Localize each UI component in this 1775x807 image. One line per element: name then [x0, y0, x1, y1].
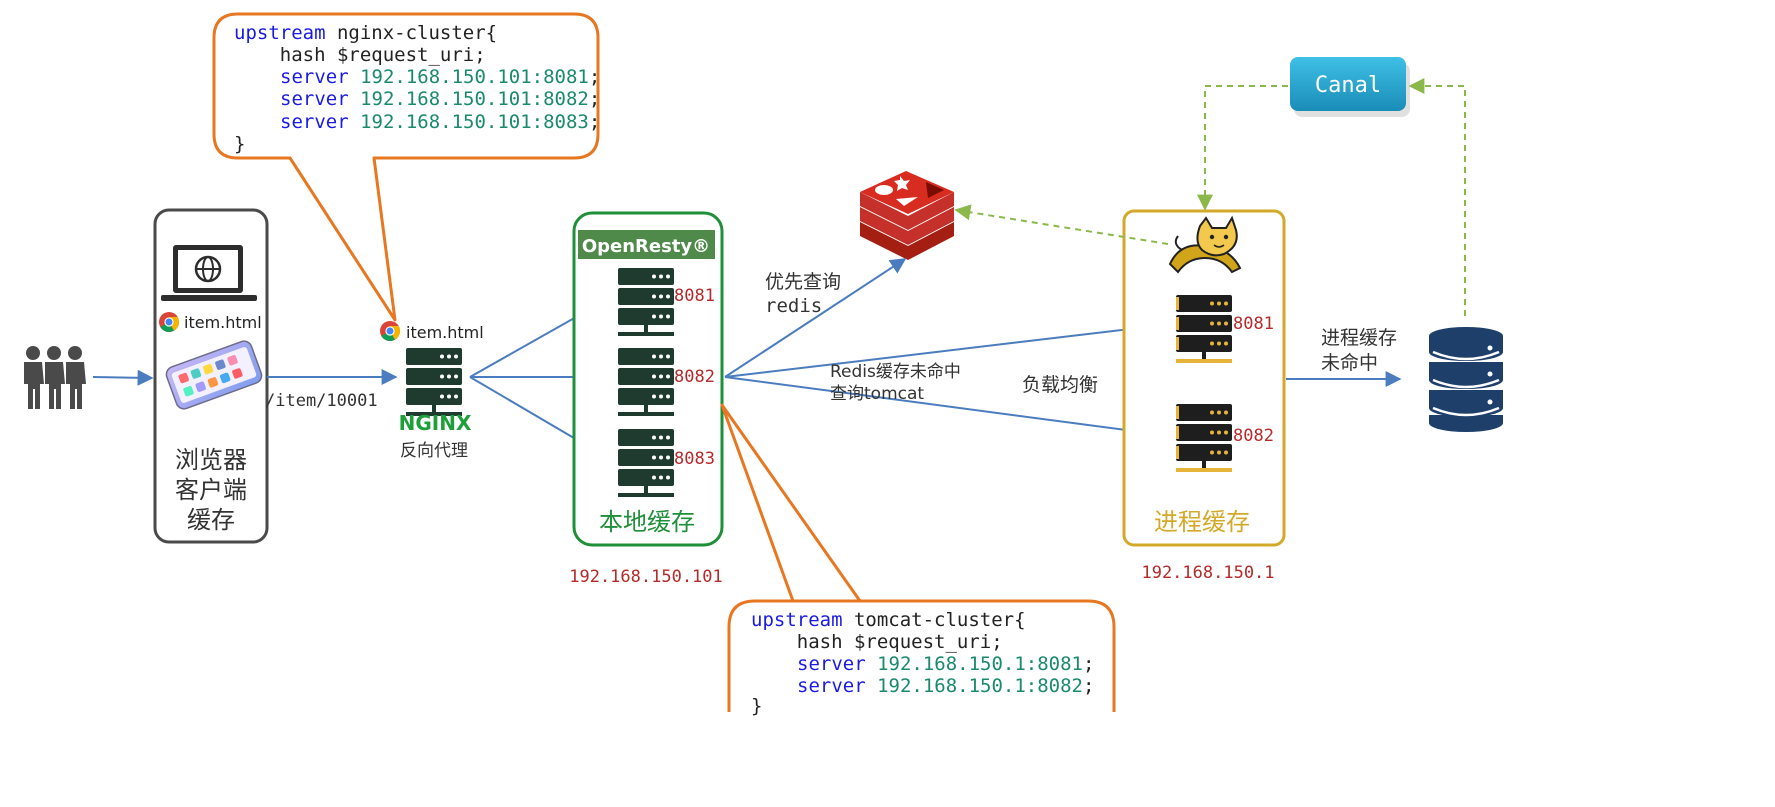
tomcat-logo-icon — [1168, 215, 1242, 274]
openresty-ip: 192.168.150.101 — [569, 567, 723, 587]
tomcat-code-close: } — [751, 695, 762, 717]
svg-text:upstream tomcat-cluster{: upstream tomcat-cluster{ — [751, 609, 1026, 631]
miss-label-line2: 查询tomcat — [830, 384, 924, 404]
dashed-arrow-canal-to-tomcat — [1197, 85, 1288, 211]
chrome-icon — [159, 312, 179, 332]
laptop-icon — [161, 245, 257, 301]
redis-icon — [860, 171, 954, 260]
browser-title-line3: 缓存 — [187, 506, 235, 534]
phone-icon — [165, 340, 263, 410]
nginx-node: item.html NGINX 反向代理 — [380, 321, 484, 461]
miss-label-line1: Redis缓存未命中 — [830, 362, 961, 382]
nginx-code-hash: hash $request_uri; — [234, 44, 486, 66]
dashed-arrow-tomcat-to-redis — [954, 204, 1169, 245]
openresty-logo: OpenResty® — [582, 236, 710, 257]
nginx-code-keyword: upstream — [234, 22, 326, 44]
canal-box: Canal — [1290, 57, 1410, 117]
nginx-code-server3-ip: 192.168.150.101:8083 — [360, 111, 589, 133]
database-icon — [1429, 327, 1503, 432]
users-icon — [24, 346, 86, 409]
svg-text:server 192.168.150.101:8081;: server 192.168.150.101:8081; — [280, 66, 600, 88]
db-miss-label-line2: 未命中 — [1321, 352, 1378, 374]
arrow-to-tomcat-8082 — [724, 376, 1166, 442]
tomcat-port-8081: 8081 — [1233, 314, 1274, 334]
nginx-code-server1-kw: server — [280, 66, 349, 88]
tomcat-ip: 192.168.150.1 — [1141, 563, 1274, 583]
svg-text:upstream nginx-cluster{: upstream nginx-cluster{ — [234, 22, 497, 44]
redis-label-line1: 优先查询 — [765, 271, 841, 293]
db-miss-label-line1: 进程缓存 — [1321, 327, 1397, 349]
request-path-label: /item/10001 — [265, 391, 378, 411]
nginx-code-server2-ip: 192.168.150.101:8082 — [360, 88, 589, 110]
svg-text:server 192.168.150.101:8082;: server 192.168.150.101:8082; — [280, 88, 600, 110]
openresty-port-8083: 8083 — [674, 449, 715, 469]
tomcat-code-keyword: upstream — [751, 609, 843, 631]
browser-title-line1: 浏览器 — [175, 446, 247, 474]
nginx-server-icon — [406, 348, 462, 416]
nginx-file-label: item.html — [406, 323, 484, 342]
tomcat-code-server2-ip: 192.168.150.1:8082 — [877, 675, 1083, 697]
tomcat-box: 8081 8082 进程缓存 — [1122, 209, 1286, 547]
svg-text:server 192.168.150.101:8083;: server 192.168.150.101:8083; — [280, 111, 600, 133]
tomcat-code-server2-kw: server — [797, 675, 866, 697]
tomcat-code-server1-ip: 192.168.150.1:8081 — [877, 653, 1083, 675]
arrow-to-redis — [724, 258, 907, 378]
tomcat-code-name: tomcat-cluster{ — [843, 609, 1026, 631]
tomcat-port-8082: 8082 — [1233, 426, 1274, 446]
arrow-users-to-browser — [92, 369, 154, 386]
nginx-upstream-callout: upstream nginx-cluster{ hash $request_ur… — [212, 12, 600, 322]
chrome-icon — [380, 321, 400, 341]
tomcat-upstream-callout: upstream tomcat-cluster{ hash $request_u… — [720, 403, 1117, 724]
nginx-code-server2-kw: server — [280, 88, 349, 110]
arrow-to-tomcat-8081 — [724, 318, 1166, 378]
openresty-port-8082: 8082 — [674, 367, 715, 387]
nginx-logo: NGINX — [399, 411, 472, 435]
dashed-arrow-db-to-canal — [1408, 78, 1466, 316]
browser-file-label: item.html — [184, 313, 262, 332]
browser-title-line2: 客户端 — [175, 476, 247, 504]
nginx-code-server3-kw: server — [280, 111, 349, 133]
browser-client-box: item.html 浏览器 客户端 缓存 — [153, 208, 269, 544]
tomcat-code-server1-kw: server — [797, 653, 866, 675]
svg-text:server 192.168.150.1:8082;: server 192.168.150.1:8082; — [797, 675, 1094, 697]
svg-text:server 192.168.150.1:8081;: server 192.168.150.1:8081; — [797, 653, 1094, 675]
nginx-code-server1-ip: 192.168.150.101:8081 — [360, 66, 589, 88]
openresty-title: 本地缓存 — [599, 508, 695, 536]
openresty-port-8081: 8081 — [674, 286, 715, 306]
tomcat-code-hash: hash $request_uri; — [751, 631, 1003, 653]
nginx-caption: 反向代理 — [400, 441, 468, 461]
tomcat-title: 进程缓存 — [1154, 508, 1250, 536]
nginx-code-name: nginx-cluster{ — [326, 22, 498, 44]
openresty-box: OpenResty® 8081 8082 8083 本地缓存 — [572, 211, 724, 547]
redis-label-line2: redis — [765, 295, 822, 317]
load-balance-label: 负载均衡 — [1022, 374, 1098, 396]
nginx-code-close: } — [234, 133, 245, 155]
canal-label: Canal — [1315, 73, 1381, 98]
